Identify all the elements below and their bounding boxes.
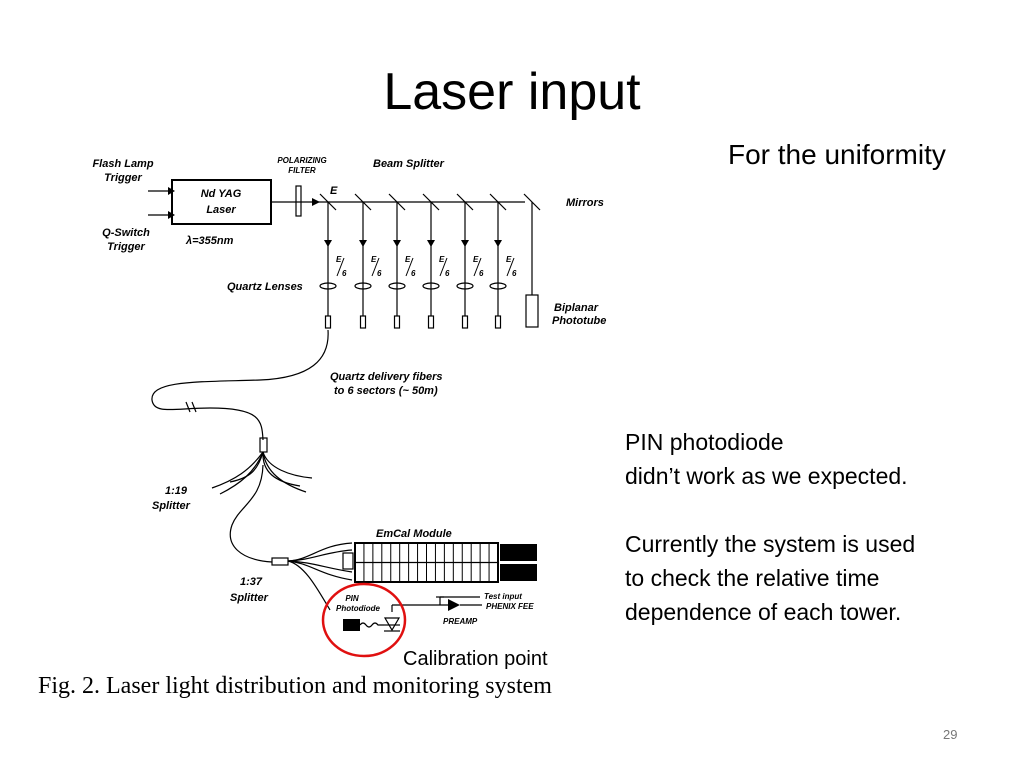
note-line: dependence of each tower. xyxy=(625,599,902,625)
mirrors-label: Mirrors xyxy=(566,197,604,209)
preamp-label: PREAMP xyxy=(443,617,478,626)
note-line: didn’t work as we expected. xyxy=(625,463,908,489)
note-line: to check the relative time xyxy=(625,565,880,591)
delivery-fiber xyxy=(151,329,329,441)
fraction-slash xyxy=(506,257,515,277)
quartz-lens xyxy=(354,282,372,290)
polarizing-filter xyxy=(295,185,302,217)
fraction-numerator: E xyxy=(439,255,445,264)
emcal-label: EmCal Module xyxy=(376,528,452,540)
polarizing-filter-label-1: POLARIZING xyxy=(277,156,326,165)
fiber-coupler xyxy=(427,315,435,329)
arrow-head-icon xyxy=(393,240,401,247)
fraction-slash xyxy=(336,257,345,277)
biplanar-label-2: Phototube xyxy=(552,315,606,327)
laser-label-2: Laser xyxy=(206,204,236,216)
fiber-coupler xyxy=(324,315,332,329)
quartz-lenses-label: Quartz Lenses xyxy=(227,281,303,293)
fraction-slash xyxy=(405,257,414,277)
arrow-head-icon xyxy=(324,240,332,247)
arrow-head-icon xyxy=(461,240,469,247)
q-switch-label-2: Trigger xyxy=(107,241,145,253)
q-switch-label-1: Q-Switch xyxy=(102,227,150,239)
laser-label-1: Nd YAG xyxy=(201,188,242,200)
emcal-pmt-top xyxy=(500,544,537,561)
flash-lamp-label-1: Flash Lamp xyxy=(92,158,153,170)
splitter-37-label-2: Splitter xyxy=(230,592,269,604)
fraction-slash xyxy=(371,257,380,277)
fiber-coupler xyxy=(461,315,469,329)
splitter-37-fan xyxy=(287,542,353,611)
fibers-label-1: Quartz delivery fibers xyxy=(330,371,443,383)
calibration-highlight-circle xyxy=(321,582,407,658)
splitter-19-connector xyxy=(259,437,268,453)
page-number: 29 xyxy=(943,727,958,742)
flash-lamp-label-2: Trigger xyxy=(104,172,142,184)
calibration-point-label: Calibration point xyxy=(403,648,548,670)
fibers-label-2: to 6 sectors (~ 50m) xyxy=(334,385,438,397)
arrow-head-icon xyxy=(359,240,367,247)
fraction-numerator: E xyxy=(506,255,512,264)
fiber-coupler xyxy=(359,315,367,329)
fraction-numerator: E xyxy=(371,255,377,264)
preamp-icon xyxy=(448,599,460,611)
fraction-denominator: 6 xyxy=(445,269,450,278)
fiber-coupler xyxy=(393,315,401,329)
quartz-lens xyxy=(319,282,337,290)
splitter-19-fan xyxy=(211,451,313,495)
fiber-break-icon xyxy=(185,401,197,413)
figure-caption: Fig. 2. Laser light distribution and mon… xyxy=(38,673,552,699)
emcal-towers xyxy=(355,543,498,582)
photodiode-icon xyxy=(383,617,401,632)
pin-label-1: PIN xyxy=(345,594,359,603)
fraction-numerator: E xyxy=(336,255,342,264)
energy-label: E xyxy=(330,185,338,197)
fraction-denominator: 6 xyxy=(377,269,382,278)
emcal-connector xyxy=(342,552,354,570)
splitter-19-label-2: Splitter xyxy=(152,500,191,512)
splitter-19-label-1: 1:19 xyxy=(165,485,188,497)
page-title: Laser input xyxy=(383,63,641,121)
fraction-slash xyxy=(473,257,482,277)
beam-splitter-label: Beam Splitter xyxy=(373,158,445,170)
test-input-label: Test input xyxy=(484,592,522,601)
quartz-lens xyxy=(388,282,406,290)
biplanar-phototube xyxy=(525,294,539,328)
fraction-denominator: 6 xyxy=(411,269,416,278)
quartz-lens xyxy=(456,282,474,290)
wavelength-label: λ=355nm xyxy=(185,235,234,247)
biplanar-label-1: Biplanar xyxy=(554,302,599,314)
arrow-head-icon xyxy=(494,240,502,247)
phenix-fee-label: PHENIX FEE xyxy=(486,602,534,611)
pin-wave xyxy=(359,622,384,628)
emcal-pmt-bottom xyxy=(500,564,537,581)
fiber-coupler xyxy=(494,315,502,329)
splitter-37-connector xyxy=(271,557,289,566)
quartz-lens xyxy=(422,282,440,290)
splitter-37-label-1: 1:37 xyxy=(240,576,263,588)
polarizing-filter-label-2: FILTER xyxy=(288,166,316,175)
fraction-denominator: 6 xyxy=(512,269,517,278)
note-line: PIN photodiode xyxy=(625,429,784,455)
pin-label-2: Photodiode xyxy=(336,604,381,613)
pin-fiber-block xyxy=(343,619,360,631)
quartz-lens xyxy=(489,282,507,290)
fraction-numerator: E xyxy=(473,255,479,264)
fraction-denominator: 6 xyxy=(342,269,347,278)
fraction-slash xyxy=(439,257,448,277)
arrow-head-icon xyxy=(312,198,320,206)
fraction-numerator: E xyxy=(405,255,411,264)
splitter-fiber xyxy=(229,464,273,563)
uniformity-note: For the uniformity xyxy=(728,139,946,170)
laser-box xyxy=(171,179,272,225)
fraction-denominator: 6 xyxy=(479,269,484,278)
arrow-head-icon xyxy=(427,240,435,247)
note-line: Currently the system is used xyxy=(625,531,916,557)
explanation-note: PIN photodiode didn’t work as we expecte… xyxy=(625,425,915,629)
